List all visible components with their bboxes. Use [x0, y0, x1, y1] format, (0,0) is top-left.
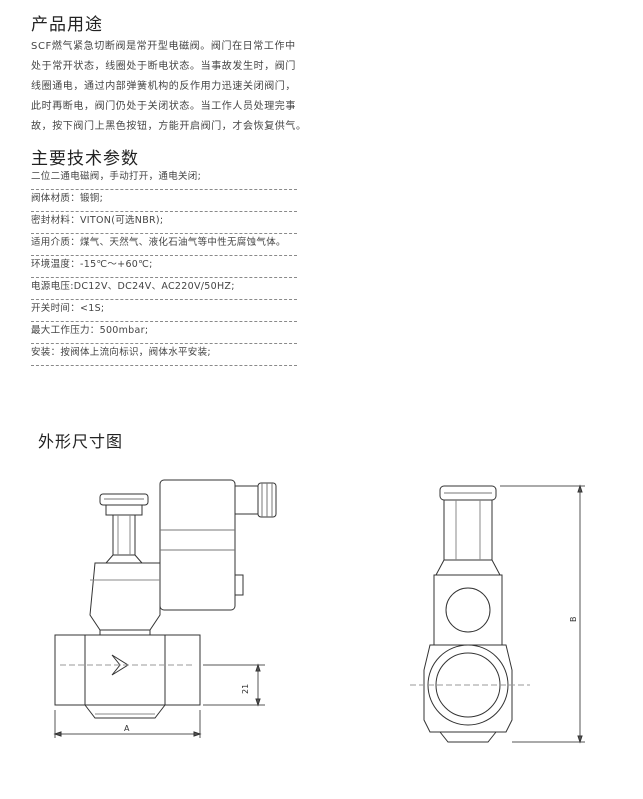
usage-line: 线圈通电，通过内部弹簧机构的反作用力迅速关闭阀门，: [31, 81, 296, 92]
params-list: 二位二通电磁阀，手动打开，通电关闭; 阀体材质：锻铜; 密封材料：VITON(可…: [31, 168, 297, 366]
dimension-drawing: A 21 B: [53, 479, 585, 744]
usage-description: SCF燃气紧急切断阀是常开型电磁阀。阀门在日常工作中 处于常开状态，线圈处于断电…: [31, 37, 331, 137]
drawing-title: 外形尺寸图: [38, 432, 124, 451]
dim-label-b: B: [569, 617, 578, 623]
dim-label-a: A: [124, 724, 130, 733]
usage-line: 故，按下阀门上黑色按钮，方能开启阀门，才会恢复供气。: [31, 121, 307, 132]
usage-line: 处于常开状态，线圈处于断电状态。当事故发生时，阀门: [31, 61, 296, 72]
param-row: 适用介质：煤气、天然气、液化石油气等中性无腐蚀气体。: [31, 234, 297, 256]
dim-label-21: 21: [241, 684, 250, 694]
usage-line: 此时再断电，阀门仍处于关闭状态。当工作人员处理完事: [31, 101, 296, 112]
param-row: 环境温度：-15℃～+60℃;: [31, 256, 297, 278]
front-view: [53, 479, 277, 738]
usage-title: 产品用途: [31, 15, 103, 35]
param-row: 电源电压:DC12V、DC24V、AC220V/50HZ;: [31, 278, 297, 300]
param-row: 阀体材质：锻铜;: [31, 190, 297, 212]
side-view: [410, 484, 585, 744]
param-row: 开关时间：<1S;: [31, 300, 297, 322]
usage-line: SCF燃气紧急切断阀是常开型电磁阀。阀门在日常工作中: [31, 41, 296, 52]
param-row: 最大工作压力：500mbar;: [31, 322, 297, 344]
param-row: 二位二通电磁阀，手动打开，通电关闭;: [31, 168, 297, 190]
param-row: 安装：按阀体上流向标识，阀体水平安装;: [31, 344, 297, 366]
params-title: 主要技术参数: [31, 149, 139, 169]
param-row: 密封材料：VITON(可选NBR);: [31, 212, 297, 234]
